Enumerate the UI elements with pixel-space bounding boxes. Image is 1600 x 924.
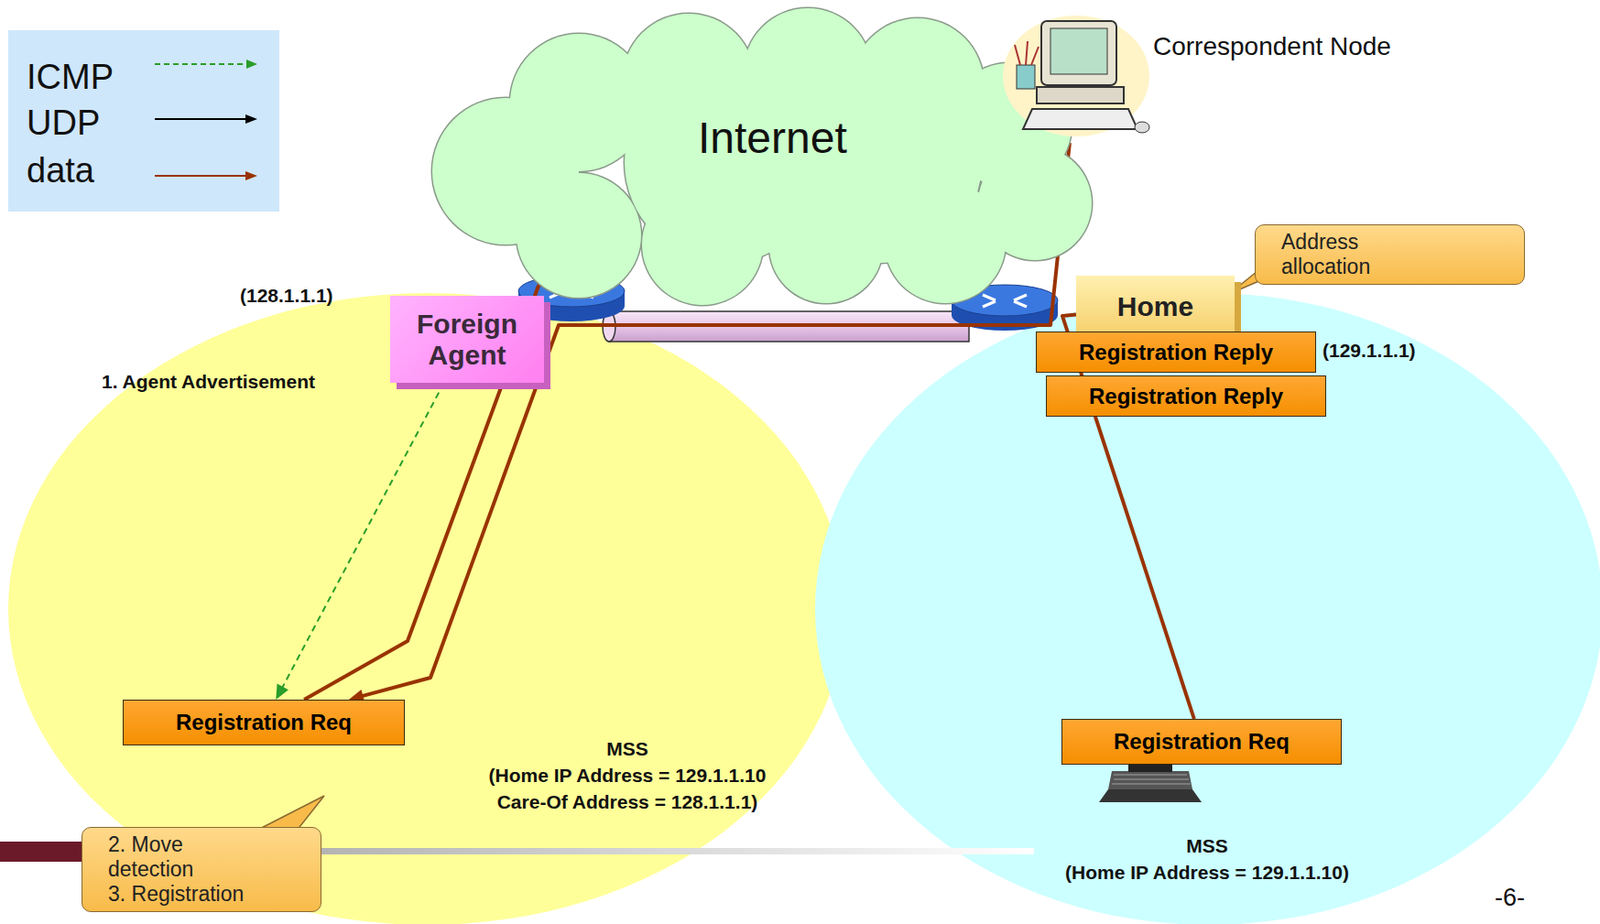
node-text: Registration Reply: [1088, 383, 1284, 410]
text-label: MSS: [606, 738, 649, 761]
text-group: Registration Reply: [1078, 339, 1274, 366]
node-text: Registration Req: [175, 709, 352, 736]
legend-text: ICMP: [26, 56, 114, 98]
home-agent-box: Home: [1076, 275, 1235, 338]
home-network: [815, 293, 1600, 924]
text-label: -6-: [1494, 883, 1525, 913]
node-text: Registration Req: [1113, 729, 1290, 755]
legend-udp-line: [154, 118, 250, 120]
node-text: 3. Registration: [108, 881, 244, 907]
text-group: Address allocation: [1281, 229, 1410, 280]
arrowhead: [275, 684, 289, 700]
node-text: Foreign Agent: [395, 308, 539, 371]
text-group: Home: [1117, 291, 1194, 323]
legend-text: data: [26, 150, 95, 191]
text-group: Internet: [697, 112, 848, 164]
case: [1036, 87, 1124, 104]
text-label: MSS: [1186, 835, 1229, 858]
connector-line: [281, 382, 445, 690]
text-label: (129.1.1.1): [1322, 339, 1416, 362]
text-label: (Home IP Address = 129.1.1.10): [1065, 861, 1350, 884]
foreign-network: [8, 293, 846, 924]
legend-text: UDP: [26, 102, 100, 143]
node-text: Correspondent Node: [1153, 32, 1392, 62]
text-group: Registration Req: [175, 709, 352, 736]
step-callout: 2. Move detection3. Registration: [81, 827, 322, 913]
laptop-icon: [1099, 764, 1202, 803]
text-group: Registration Reply: [1088, 383, 1284, 410]
text-group: Registration Req: [1113, 729, 1290, 755]
node-text: Address allocation: [1281, 229, 1410, 280]
keyboard: [1023, 108, 1138, 130]
correspondent-node: Correspondent Node: [1000, 10, 1154, 143]
icmp-arrow: [275, 382, 445, 700]
internet-cloud: Internet: [423, 15, 1102, 306]
footer-bar: [0, 841, 82, 862]
legend-arrowhead: [245, 171, 258, 181]
text-group: Correspondent Node: [1153, 32, 1392, 62]
message-box: Registration Req: [1061, 718, 1342, 765]
cloud-fill: [516, 173, 642, 298]
text-label: (128.1.1.1): [239, 284, 334, 307]
mouse: [1134, 121, 1150, 133]
legend-arrowhead: [246, 59, 258, 69]
message-box: Registration Reply: [1035, 331, 1317, 373]
node-text: Internet: [697, 112, 848, 164]
computer-icon: [1000, 10, 1154, 143]
legend-data-line: [154, 174, 250, 177]
text-label: 1. Agent Advertisement: [101, 370, 316, 393]
text-label: (Home IP Address = 129.1.1.10: [489, 764, 767, 787]
icon-glow: [1002, 15, 1150, 137]
message-box: Registration Req: [122, 699, 405, 746]
screen: [1050, 28, 1108, 75]
legend-icmp-line: [154, 63, 250, 66]
node-text: Home: [1117, 291, 1194, 323]
legend-arrowhead: [245, 114, 258, 124]
pen-cup: [1016, 65, 1035, 89]
message-box: Registration Reply: [1045, 375, 1327, 417]
foreign-agent-box: Foreign Agent: [390, 295, 545, 383]
note-callout: Address allocation: [1254, 224, 1525, 285]
monitor: [1041, 21, 1117, 86]
text-group: 2. Move detection3. Registration: [108, 832, 244, 907]
legend-panel: [8, 30, 280, 212]
node-text: 2. Move detection: [108, 832, 228, 882]
text-group: Foreign Agent: [395, 308, 539, 371]
text-label: Care-Of Address = 128.1.1.1): [497, 791, 759, 814]
node-text: Registration Reply: [1078, 339, 1274, 366]
pens: [1014, 41, 1039, 66]
